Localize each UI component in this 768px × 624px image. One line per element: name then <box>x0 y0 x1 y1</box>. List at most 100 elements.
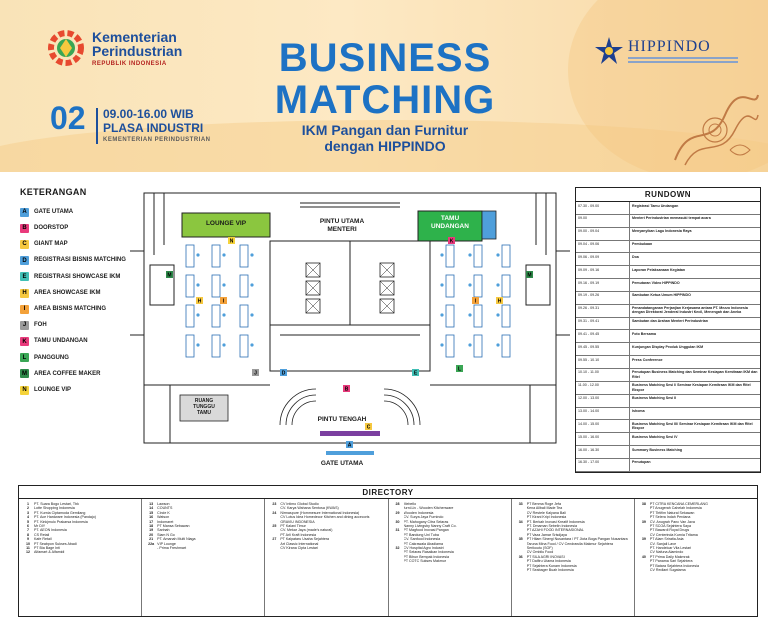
lounge-vip-zone <box>181 212 271 238</box>
directory-entry-number: 19 <box>149 528 154 533</box>
directory-entry-number: 28 <box>395 502 400 506</box>
directory-entry-name: PT Dalfiru Utama Indonesia <box>526 559 571 564</box>
directory-entry: CV. Karya Wahana Sentosa (KWAS) <box>268 506 384 510</box>
svg-text:K: K <box>450 239 454 245</box>
directory-entry-name: Serikoutu (SOF) <box>526 546 553 551</box>
rundown-time: 09.00 <box>576 214 630 227</box>
directory-entry-name: PT SCOA Sejahtera Saya <box>649 524 691 529</box>
directory-entry-number: 14 <box>149 506 154 511</box>
directory-entry-number: 9 <box>27 537 29 542</box>
ministry-line3: REPUBLIK INDONESIA <box>92 61 167 67</box>
directory-entry-name: PT Alam Sriratia Asia <box>649 537 684 542</box>
directory-entry-name: PT SILA AGRI INOVASI <box>526 554 565 559</box>
directory-entry-number: 36 <box>518 554 523 559</box>
directory-entry-name: PT. AEON Indonesia <box>34 528 67 533</box>
rundown-time: 09.19 - 09.26 <box>576 291 630 304</box>
pintu-tengah-door <box>320 431 380 436</box>
event-time: 09.00-16.00 WIB <box>103 107 194 121</box>
svg-text:E: E <box>414 371 418 377</box>
plan-label-tunggu: TUNGGU <box>193 404 215 410</box>
directory-entry-number <box>515 568 527 572</box>
rundown-time: 10.10 - 11.00 <box>576 368 630 381</box>
directory-entry-number: 4 <box>27 515 29 520</box>
rundown-time: 09.16 - 09.19 <box>576 279 630 291</box>
directory-entry-number: 22a <box>148 541 155 546</box>
directory-entry-number: 39 <box>641 537 646 542</box>
directory-entry-name: CV Intimo Global Studio <box>280 502 319 506</box>
svg-text:M: M <box>167 273 171 279</box>
directory-entry-name: Lotte Shopping Indonesia <box>34 506 75 511</box>
rundown-activity: Doa <box>632 254 639 259</box>
directory-entry-name: PT Vaza Jamar Srisdjaya <box>526 532 567 537</box>
directory-entry-name: CV. Anugrah Panc Van Java <box>649 519 695 524</box>
event-organizer: KEMENTERIAN PERINDUSTRIAN <box>103 137 211 143</box>
legend-badge: A <box>20 207 29 217</box>
legend-label: AREA SHOWCASE IKM <box>34 289 101 296</box>
directory-entry-number: 5 <box>27 519 29 524</box>
directory-entry-name: PT. Dmaman Sebelin Indonesia <box>526 524 578 529</box>
directory-entry-number: 31 <box>395 528 400 533</box>
rundown-time: 14.00 - 15.00 <box>576 420 630 433</box>
directory-entry: PT Seabager Buah Indonesia <box>515 568 631 572</box>
directory-entry: CV Restele Kalyana Bali <box>515 511 631 515</box>
directory-entry-name: PT COTC Sukses Makmur <box>403 559 446 564</box>
svg-text:H: H <box>198 299 202 305</box>
directory-entry-number: 17 <box>149 519 154 524</box>
directory-entry: PT Kirani Kripi Indonesia <box>515 515 631 519</box>
directory-entry-name: PT Selaras Rasaikan Indonesia <box>403 550 454 555</box>
legend-label: REGISTRASI SHOWCASE IKM <box>34 273 121 280</box>
directory-entry-number: 11 <box>26 546 30 551</box>
rundown-time: 09.41 - 09.45 <box>576 330 630 343</box>
directory-entry-name: CV Kirana Cipta Lestari <box>280 546 318 551</box>
directory-entry-name: PT Kalpataru Usaha Sejahtera <box>280 537 330 542</box>
rundown-time: 13.00 - 14.00 <box>576 407 630 420</box>
directory-entry-number: 18 <box>149 524 154 529</box>
directory-entry-number: 23 <box>272 502 277 506</box>
directory-entry-name: Alfamart & Alfamidi <box>34 550 65 555</box>
directory-entry-name: PT Kalani Timur <box>280 524 306 529</box>
rundown-activity: Penutupan Business Matching dan Seminar … <box>632 370 758 379</box>
directory-entry-name: Wooden Indonesia <box>403 510 434 515</box>
legend-label: GIANT MAP <box>34 241 68 248</box>
directory-entry-name: PT Arli Kraft Indonesia <box>280 532 317 537</box>
event-place: PLASA INDUSTRI <box>103 121 204 135</box>
kemenperin-gear-logo-icon <box>48 30 84 66</box>
directory-entry-number <box>145 546 157 550</box>
header-wave-decoration <box>0 120 768 172</box>
directory-entry: PT Batara Sejahtera Indonesia <box>638 564 754 568</box>
legend-badge: N <box>20 385 29 395</box>
plan-label-tamu: TAMU <box>440 215 460 222</box>
directory-entry: PT. Dmaman Sebelin Indonesia <box>515 524 631 528</box>
directory-entry: CV Kirana Cipta Lestari <box>268 546 384 550</box>
plan-label-pintu-tengah: PINTU TENGAH <box>317 416 367 423</box>
ministry-wordmark: Kementerian Perindustrian REPUBLIK INDON… <box>92 30 212 67</box>
legend-badge: L <box>20 353 29 363</box>
legend-label: PANGGUNG <box>34 354 69 361</box>
directory-entry-number: 34 <box>518 519 523 524</box>
directory-entry: PT Cakrawala Abadiama <box>392 542 508 546</box>
directory-entry: Taruna Mina Food / CV Cendrawila Makmur … <box>515 542 631 546</box>
